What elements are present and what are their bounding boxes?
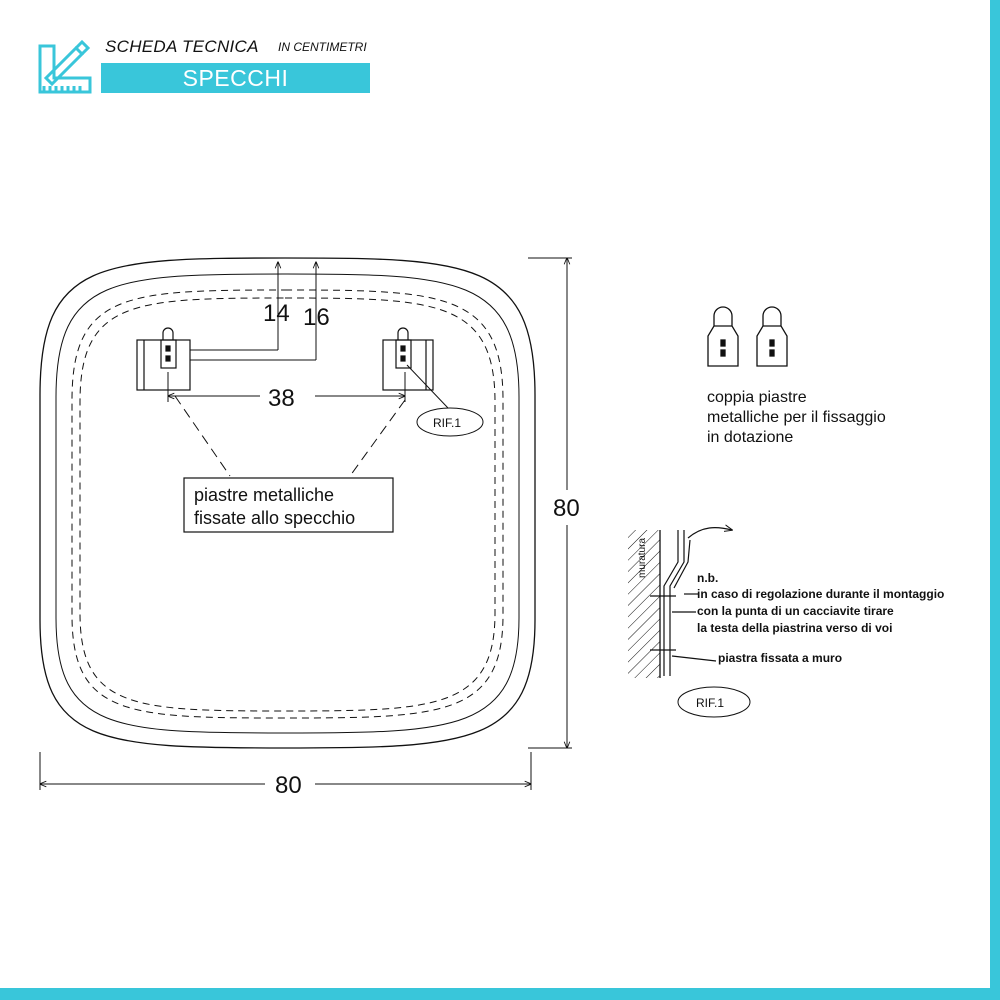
right-mounting-plate <box>382 327 434 391</box>
category-title: SPECCHI <box>182 65 289 91</box>
sheet-title: SCHEDA TECNICA <box>105 37 259 56</box>
wall-section-detail <box>628 528 732 678</box>
plates-callout-box <box>183 477 394 533</box>
note-line3: la testa della piastrina verso di voi <box>697 621 892 635</box>
detail-ref-tag-label: RIF.1 <box>696 696 724 710</box>
wall-label: muratura <box>637 538 648 578</box>
dimension-38-label: 38 <box>268 385 295 412</box>
ruler-pencil-icon <box>38 39 92 94</box>
note-line2: con la punta di un cacciavite tirare <box>697 604 894 618</box>
left-mounting-plate <box>136 327 191 391</box>
ref-tag-leader <box>406 364 449 409</box>
plates-callout-line1: piastre metalliche <box>194 485 334 505</box>
detail-ref-tag-ellipse <box>677 686 751 718</box>
kit-line2: metalliche per il fissaggio <box>707 409 886 426</box>
plates-callout-line2: fissate allo specchio <box>194 508 355 528</box>
dimension-height-label: 80 <box>553 495 580 522</box>
kit-line3: in dotazione <box>707 429 793 446</box>
wall-plate-label: piastra fissata a muro <box>718 651 842 665</box>
dimension-16-label: 16 <box>303 304 330 331</box>
ref-tag-label: RIF.1 <box>433 416 461 430</box>
plate-spacing-dimension <box>168 372 405 402</box>
top-offset-dimension <box>190 262 316 361</box>
width-dimension <box>40 752 531 790</box>
kit-line1: coppia piastre <box>707 389 807 406</box>
subtitle-banner <box>101 63 370 93</box>
plate-kit-icons <box>707 306 788 367</box>
note-title: n.b. <box>697 571 718 585</box>
dimension-width-label: 80 <box>275 772 302 799</box>
mirror-outline <box>39 257 536 749</box>
frame-right-border <box>990 0 1000 1000</box>
note-line1: in caso di regolazione durante il montag… <box>697 587 944 601</box>
dimension-14-label: 14 <box>263 300 290 327</box>
ref-tag-ellipse <box>416 407 484 437</box>
frame-bottom-border <box>0 988 1000 1000</box>
height-dimension <box>528 258 572 748</box>
unit-label: IN CENTIMETRI <box>278 40 367 54</box>
plates-callout-leaders <box>174 395 406 477</box>
